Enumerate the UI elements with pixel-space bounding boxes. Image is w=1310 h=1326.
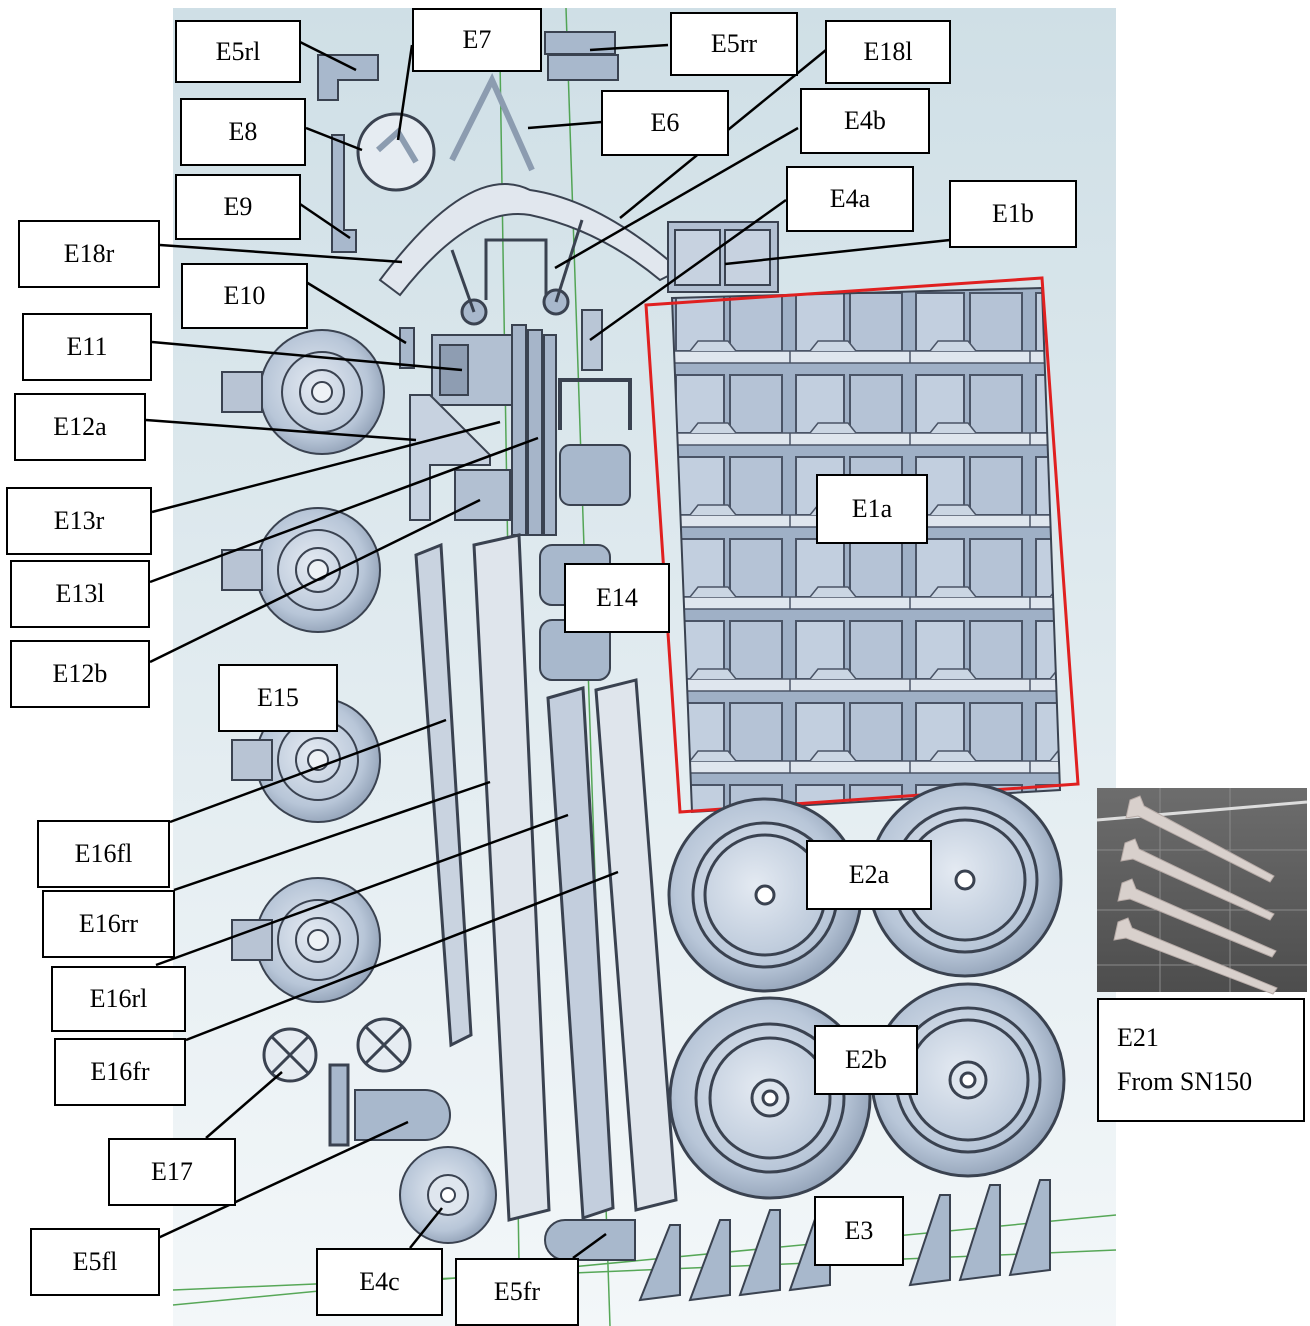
label-e4a: E4a [786, 166, 914, 232]
label-e1b: E1b [949, 180, 1077, 248]
inset-title: E21 [1117, 1023, 1159, 1052]
label-e5rl: E5rl [175, 20, 301, 83]
ladders [414, 533, 678, 1222]
part-e4c [399, 1146, 497, 1244]
label-e17: E17 [108, 1138, 236, 1206]
label-e2a: E2a [806, 840, 932, 910]
label-e2b: E2b [814, 1025, 918, 1095]
label-e16rl: E16rl [51, 966, 186, 1032]
label-e16fl: E16fl [37, 820, 170, 888]
label-e1a: E1a [816, 474, 928, 544]
label-e5fr: E5fr [455, 1258, 579, 1326]
label-e16rr: E16rr [42, 890, 175, 958]
label-e5rr: E5rr [670, 12, 798, 76]
part-e1b [667, 221, 779, 293]
part-e7 [356, 112, 436, 192]
wheels-e2 [667, 782, 1066, 1200]
inset-subtitle: From SN150 [1117, 1067, 1253, 1096]
part-e5rl [317, 54, 379, 101]
label-e10: E10 [181, 263, 308, 329]
part-e6 [449, 72, 535, 172]
label-e5fl: E5fl [30, 1228, 160, 1296]
part-e3-fins [638, 1179, 1051, 1302]
leader-lines [145, 40, 951, 1260]
label-e13r: E13r [6, 487, 152, 555]
label-e12a: E12a [14, 393, 146, 461]
part-e12b [454, 469, 511, 521]
part-e12a [409, 394, 491, 521]
label-e4b: E4b [800, 88, 930, 154]
label-e18l: E18l [825, 20, 951, 84]
part-e11-block [431, 334, 513, 406]
part-e17 [262, 1017, 412, 1147]
label-e4c: E4c [316, 1248, 443, 1316]
label-e9: E9 [175, 174, 301, 240]
part-e4b [450, 219, 584, 326]
part-e13-rails [511, 324, 557, 536]
gears [221, 329, 385, 1003]
e21-inset-photo [1096, 788, 1308, 995]
part-e5rr [544, 31, 619, 81]
part-e5fr [544, 1219, 636, 1261]
label-e14: E14 [564, 563, 670, 633]
part-e4b-clip [558, 378, 632, 430]
label-e13l: E13l [10, 560, 150, 628]
label-e18r: E18r [18, 220, 160, 288]
label-e3: E3 [814, 1196, 904, 1266]
label-e8: E8 [180, 98, 306, 166]
label-e11: E11 [22, 313, 152, 381]
part-e10 [399, 327, 415, 369]
label-e12b: E12b [10, 640, 150, 708]
label-e6: E6 [601, 90, 729, 156]
label-e15: E15 [218, 664, 338, 732]
part-e1a-grid [670, 286, 1062, 814]
e1a-highlight-box [644, 276, 1080, 814]
label-e16fr: E16fr [54, 1038, 186, 1106]
label-e7: E7 [412, 8, 542, 72]
part-e5fl [354, 1089, 451, 1141]
part-e9 [331, 134, 357, 253]
label-e21-inset: E21 From SN150 [1097, 998, 1305, 1122]
